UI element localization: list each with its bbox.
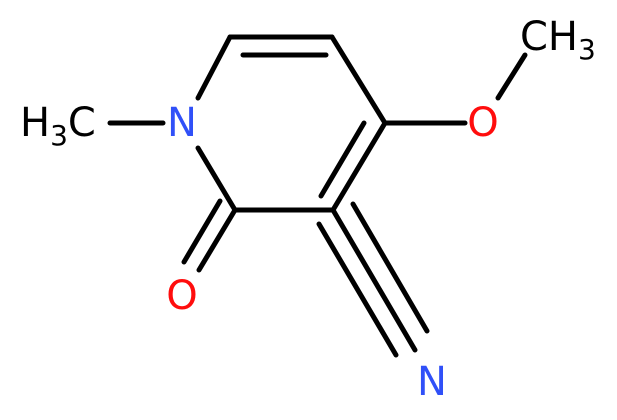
- ring-nitrogen-label: N: [167, 100, 197, 146]
- bond-c3-cn-2: [350, 201, 430, 334]
- methoxy-oxygen-label: O: [467, 100, 498, 146]
- bond-c4-c3-inner: [318, 120, 367, 199]
- bond-c2-n1: [195, 145, 238, 213]
- bond-c2-o: [196, 207, 238, 273]
- bond-c2-o-second: [181, 198, 223, 265]
- bond-n1-c6: [195, 34, 233, 101]
- bond-c3-cn-1: [330, 207, 418, 353]
- bond-omethoxy-methyl: [495, 52, 528, 101]
- n-methyl-h: H: [20, 100, 50, 146]
- carbonyl-oxygen-label: O: [166, 273, 197, 319]
- methoxy-methyl-subscript: 3: [578, 33, 596, 66]
- bond-c3-cn-3: [316, 221, 399, 358]
- n-methyl-subscript: 3: [50, 119, 68, 152]
- substituent-bonds: [107, 52, 528, 358]
- methoxy-methyl-label: CH3: [520, 14, 596, 66]
- bond-c4-c3: [330, 120, 388, 213]
- n-methyl-c: C: [68, 100, 96, 146]
- ring-bonds: [195, 34, 388, 213]
- atom-labels: N O O N H3C CH3: [20, 14, 596, 405]
- methoxy-methyl-ch: CH: [520, 14, 578, 60]
- nitrile-nitrogen-label: N: [417, 359, 447, 405]
- n-methyl-label: H3C: [20, 100, 96, 152]
- bond-c5-c4: [329, 34, 388, 126]
